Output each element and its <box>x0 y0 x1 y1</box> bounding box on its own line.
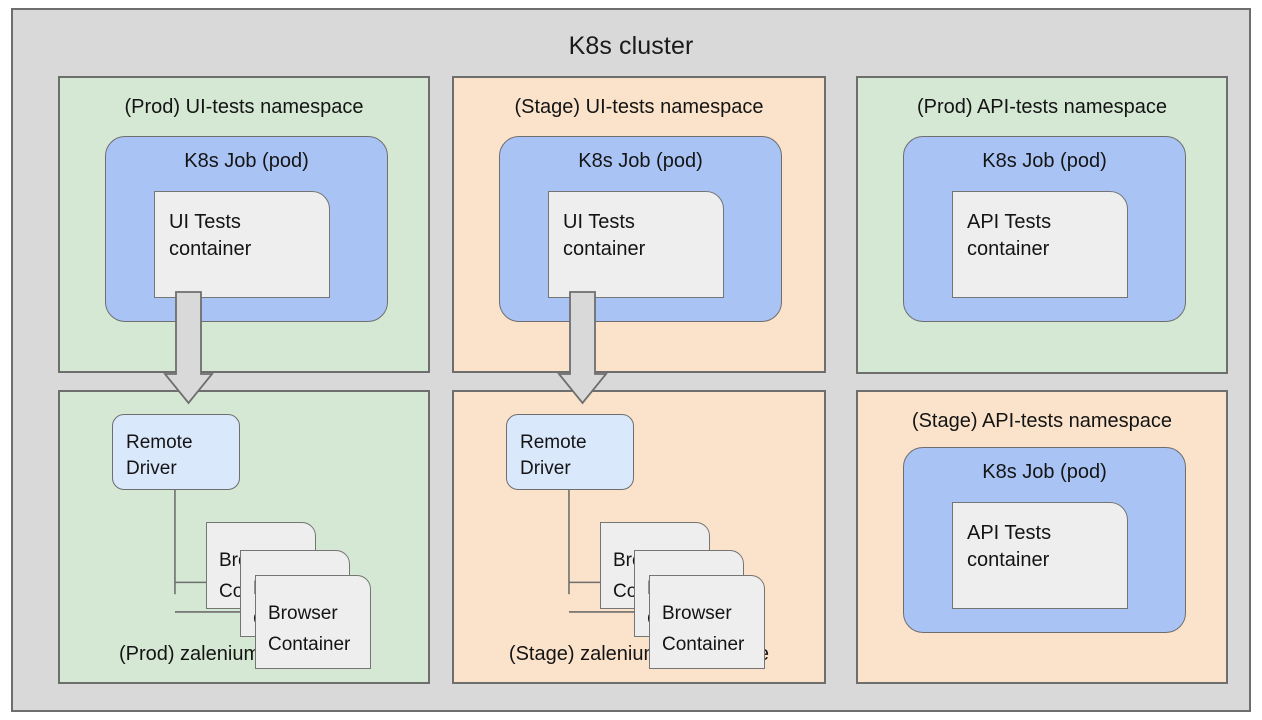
namespace-prod-api-tests: (Prod) API-tests namespace K8s Job (pod)… <box>856 76 1228 374</box>
container-label: API Tests container <box>967 522 1052 571</box>
namespace-stage-api-tests: (Stage) API-tests namespace K8s Job (pod… <box>856 390 1228 684</box>
namespace-prod-ui-tests: (Prod) UI-tests namespace K8s Job (pod) … <box>58 76 430 373</box>
remote-driver-label: Remote Driver <box>126 432 193 479</box>
container-api-tests: API Tests container <box>952 191 1128 298</box>
container-ui-tests: UI Tests container <box>548 191 724 298</box>
container-ui-tests: UI Tests container <box>154 191 330 298</box>
namespace-label: (Prod) API-tests namespace <box>916 96 1168 118</box>
browser-container-3: Browser Container <box>255 575 371 669</box>
container-label: API Tests container <box>967 211 1052 260</box>
pod-prod-ui-tests: K8s Job (pod) UI Tests container <box>105 136 388 322</box>
pod-stage-ui-tests: K8s Job (pod) UI Tests container <box>499 136 782 322</box>
namespace-label: (Stage) API-tests namespace <box>911 410 1173 432</box>
namespace-stage-zalenium: (Stage) zalenium namespace Remote Driver… <box>452 390 826 684</box>
container-api-tests: API Tests container <box>952 502 1128 609</box>
namespace-label: (Stage) UI-tests namespace <box>514 96 764 118</box>
pod-title: K8s Job (pod) <box>982 461 1107 483</box>
pod-prod-api-tests: K8s Job (pod) API Tests container <box>903 136 1186 322</box>
remote-driver-label: Remote Driver <box>520 432 587 479</box>
pod-title: K8s Job (pod) <box>184 150 309 172</box>
namespace-prod-zalenium: (Prod) zalenium namespace Remote Driver … <box>58 390 430 684</box>
container-label: UI Tests container <box>169 211 252 260</box>
remote-driver-prod: Remote Driver <box>112 414 240 490</box>
browser-container-label: Browser Container <box>268 603 351 655</box>
namespace-label: (Prod) zalenium namespace <box>118 643 370 665</box>
cluster-title: K8s cluster <box>568 32 694 60</box>
pod-stage-api-tests: K8s Job (pod) API Tests container <box>903 447 1186 633</box>
pod-title: K8s Job (pod) <box>578 150 703 172</box>
namespace-label: (Prod) UI-tests namespace <box>124 96 364 118</box>
container-label: UI Tests container <box>563 211 646 260</box>
remote-driver-stage: Remote Driver <box>506 414 634 490</box>
browser-container-label: Browser Container <box>662 603 745 655</box>
namespace-stage-ui-tests: (Stage) UI-tests namespace K8s Job (pod)… <box>452 76 826 373</box>
browser-container-3: Browser Container <box>649 575 765 669</box>
pod-title: K8s Job (pod) <box>982 150 1107 172</box>
namespace-label: (Stage) zalenium namespace <box>508 643 770 665</box>
